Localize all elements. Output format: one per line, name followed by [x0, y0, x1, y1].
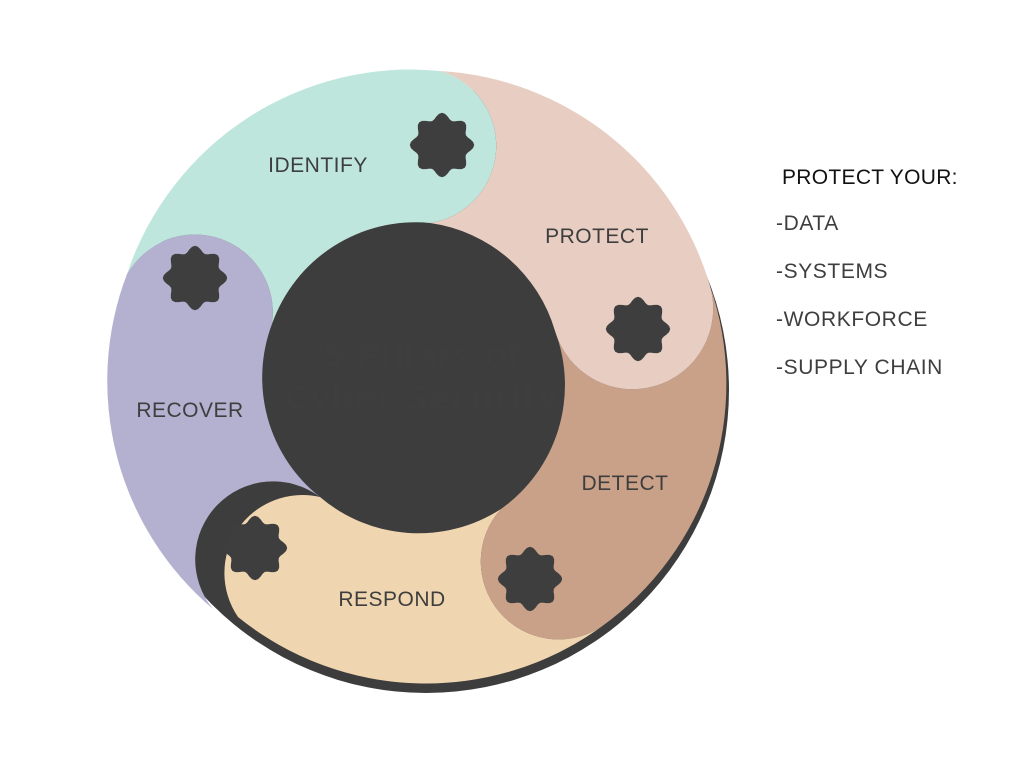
seal-badge-shape [605, 296, 671, 362]
center-title-line2: Cyber Security [285, 378, 559, 417]
protect-list: -DATA -SYSTEMS -WORKFORCE -SUPPLY CHAIN [776, 212, 1016, 404]
pillar-label-recover: RECOVER [136, 399, 243, 422]
seal-badge-icon [497, 546, 563, 612]
seal-badge-icon [409, 112, 475, 178]
seal-badge-icon [162, 245, 228, 311]
segment-detect [480, 286, 727, 640]
center-title-line1: 5 Pillars of [322, 336, 522, 375]
seal-badge-shape [497, 546, 563, 612]
list-item: -WORKFORCE [776, 308, 928, 331]
segment-identify [127, 69, 497, 324]
seal-badge-shape [222, 515, 288, 581]
pillar-label-identify: IDENTIFY [268, 154, 368, 177]
segment-respond [224, 494, 601, 684]
pillar-label-respond: RESPOND [338, 588, 445, 611]
pillar-label-detect: DETECT [582, 472, 669, 495]
protect-panel: PROTECT YOUR: -DATA -SYSTEMS -WORKFORCE … [776, 166, 1016, 404]
list-item: -DATA [776, 212, 839, 235]
seal-badge-icon [222, 515, 288, 581]
pillar-label-protect: PROTECT [545, 225, 649, 248]
protect-heading: PROTECT YOUR: [782, 166, 958, 189]
list-item: -SUPPLY CHAIN [776, 356, 943, 379]
list-item: -SYSTEMS [776, 260, 889, 283]
seal-badge-icon [605, 296, 671, 362]
seal-badge-shape [162, 245, 228, 311]
seal-badge-shape [409, 112, 475, 178]
segment-recover [107, 234, 320, 609]
